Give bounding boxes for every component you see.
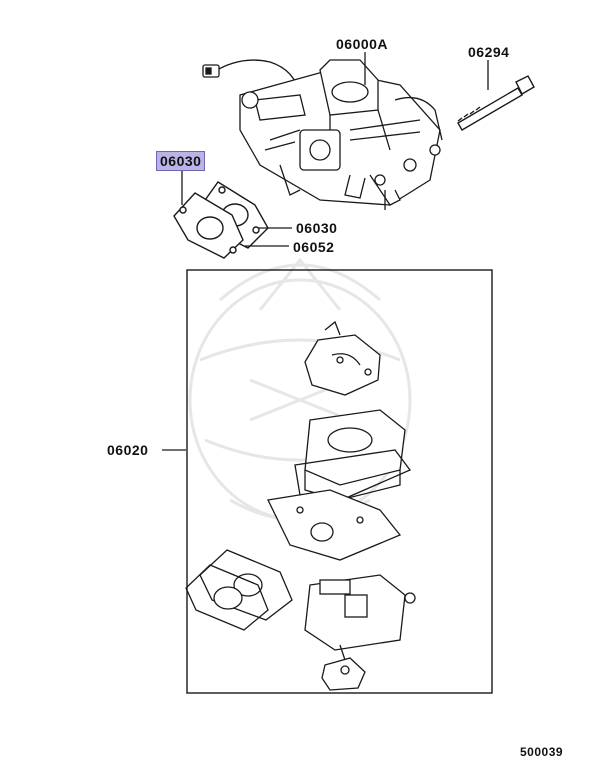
callout-repair-kit[interactable]: 06020: [107, 442, 149, 458]
callout-highlighted-gasket[interactable]: 06030: [156, 151, 206, 171]
brand-watermark: [188, 257, 412, 522]
callout-gasket-2[interactable]: 06052: [293, 239, 335, 255]
leader-lines: [162, 52, 489, 451]
callout-gasket-1[interactable]: 06030: [296, 220, 338, 236]
repair-kit-parts-icon: [185, 320, 416, 691]
repair-kit-frame: [186, 269, 493, 694]
callout-carburetor[interactable]: 06000A: [336, 36, 389, 52]
carburetor-assembly-icon: [202, 59, 443, 210]
gasket-pair-icon: [173, 181, 269, 259]
long-bolt-icon: [457, 75, 535, 131]
figure-number: 500039: [520, 745, 564, 759]
callout-bolt[interactable]: 06294: [468, 44, 510, 60]
